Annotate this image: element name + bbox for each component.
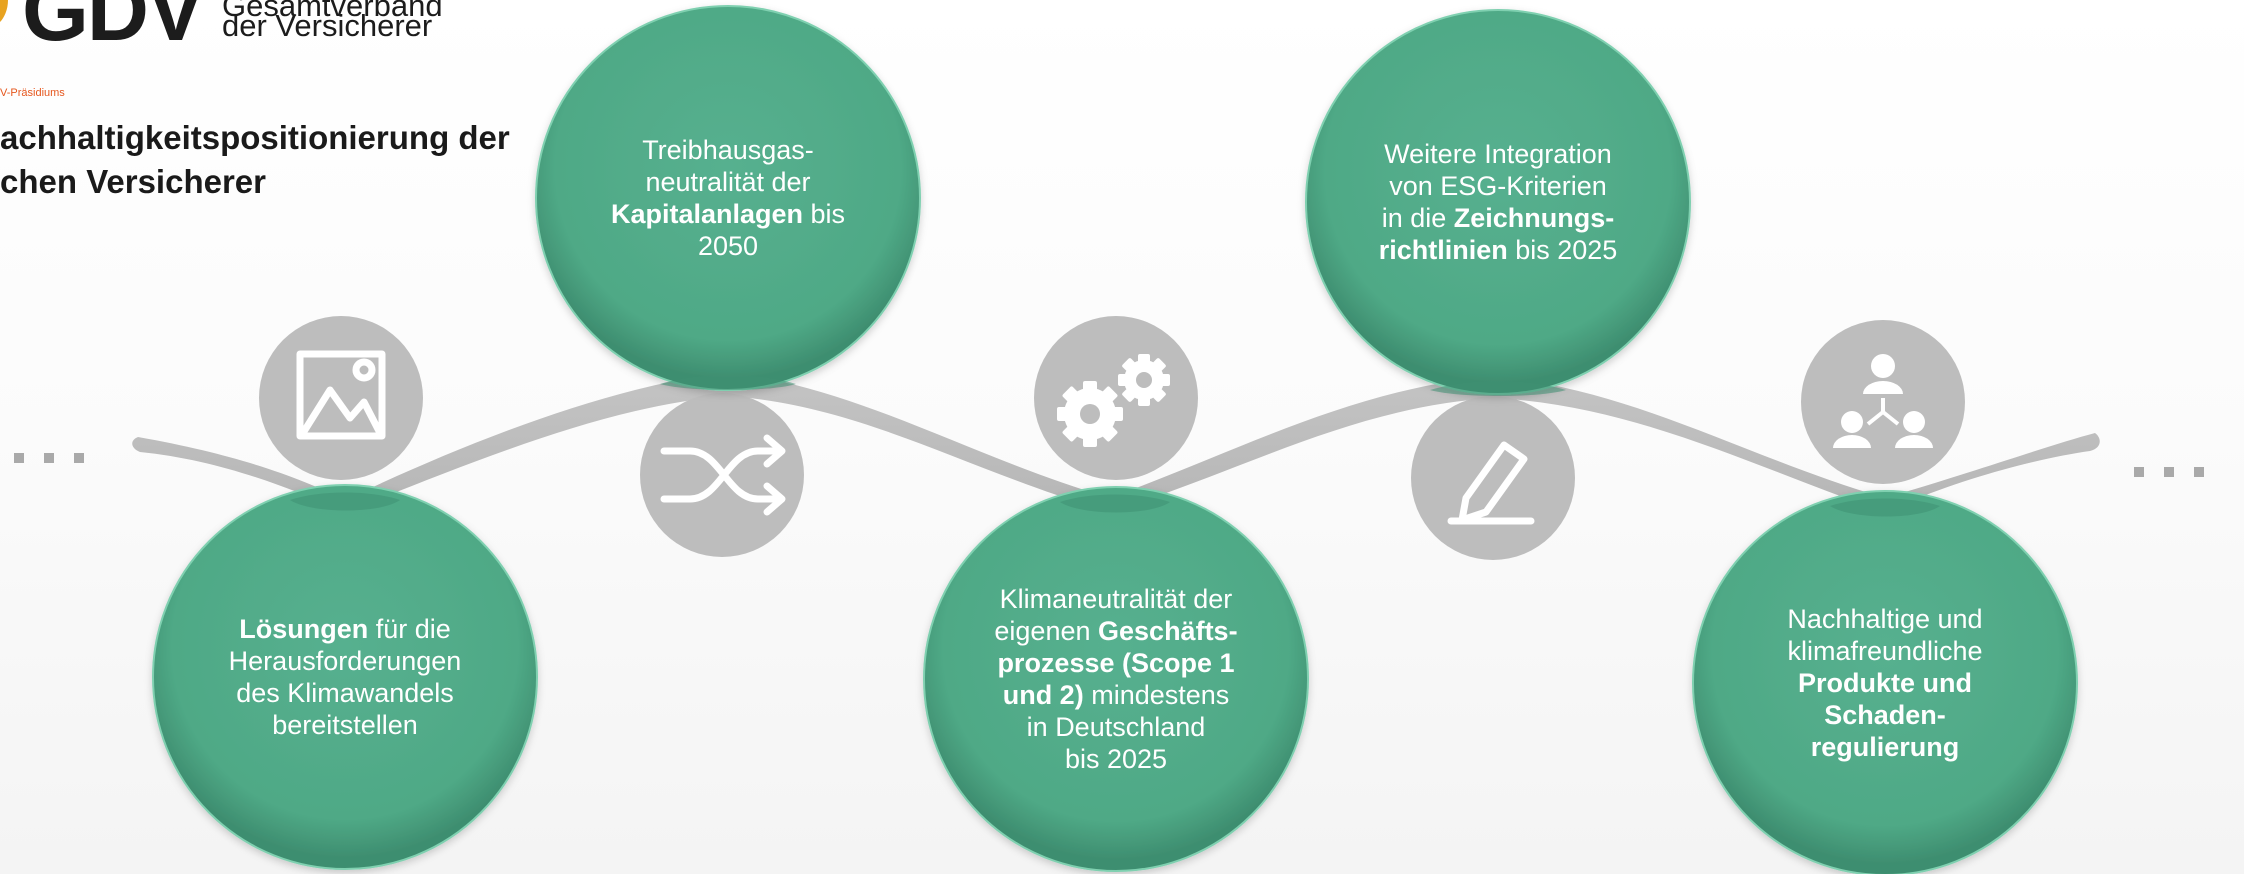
overlap-shade-capital xyxy=(660,375,796,390)
bubble-line: Weitere Integration xyxy=(1379,138,1618,170)
shuffle-icon xyxy=(660,434,786,516)
bubble-line: Herausforderungen xyxy=(229,645,462,677)
gears-icon xyxy=(1057,354,1170,447)
page-title-line-2: chen Versicherer xyxy=(0,163,266,200)
bubble-text-bold: Schaden- xyxy=(1824,700,1946,730)
page-title: achhaltigkeitspositionierung der chen Ve… xyxy=(0,116,510,204)
ellipsis-left xyxy=(14,453,84,463)
bubble-line: richtlinien bis 2025 xyxy=(1379,234,1618,266)
bubble-text-bold: Kapitalanlagen xyxy=(610,199,803,229)
logo-mark xyxy=(0,0,8,22)
bubble-circle-products xyxy=(1692,490,2078,874)
bubble-line: Treibhausgas- xyxy=(611,134,845,166)
bubble-line: bis 2025 xyxy=(994,743,1237,775)
bubble-text-bold: richtlinien xyxy=(1378,235,1508,265)
bubble-text-bold: Geschäfts- xyxy=(1098,616,1238,646)
image-icon xyxy=(296,350,386,440)
bubble-text-run: in die xyxy=(1381,203,1454,233)
bubble-text-bold: regulierung xyxy=(1810,732,1960,762)
bubble-circle-capital xyxy=(535,5,921,391)
logo-subtitle-line-2: der Versicherer xyxy=(222,8,433,43)
bubble-text-run: Treibhausgas- xyxy=(642,135,814,165)
bubble-text-bold: und 2) xyxy=(1002,680,1084,710)
bubble-text-bold: Lösungen xyxy=(239,614,369,644)
icon-disc-pencil xyxy=(1411,396,1575,560)
page-title-line-1: achhaltigkeitspositionierung der xyxy=(0,119,510,156)
bubble-line: in Deutschland xyxy=(994,711,1237,743)
bubble-line: regulierung xyxy=(1787,731,1982,763)
bubble-line: prozesse (Scope 1 xyxy=(994,647,1237,679)
bubble-text-run: mindestens xyxy=(1083,680,1230,710)
bubble-line: Schaden- xyxy=(1787,699,1982,731)
logo-subtitle-line-1: Gesamtverband xyxy=(222,0,443,23)
overlap-shade-operations xyxy=(1060,494,1170,513)
icon-disc-gears xyxy=(1034,316,1198,480)
kicker-text: V-Präsidiums xyxy=(0,87,65,99)
bubble-text-run: bis xyxy=(803,199,846,229)
bubble-text-bold: Produkte und xyxy=(1798,668,1972,698)
bubble-line: Nachhaltige und xyxy=(1787,603,1982,635)
bubble-line: von ESG-Kriterien xyxy=(1379,170,1618,202)
bubble-line: des Klimawandels xyxy=(229,677,462,709)
bubble-line: Produkte und xyxy=(1787,667,1982,699)
bubble-circle-solutions xyxy=(152,484,538,870)
bubble-line: Klimaneutralität der xyxy=(994,583,1237,615)
bubble-text-run: von ESG-Kriterien xyxy=(1389,171,1607,201)
bubble-text-run: bereitstellen xyxy=(272,710,418,740)
bubble-text-run: Klimaneutralität der xyxy=(999,584,1233,614)
bubble-text-run: 2050 xyxy=(697,231,759,261)
bubble-circle-operations xyxy=(923,486,1309,872)
ellipsis-right xyxy=(2134,467,2204,477)
bubble-text-bold: prozesse (Scope 1 xyxy=(997,648,1235,678)
bubble-text-run: bis 2025 xyxy=(1507,235,1618,265)
bubble-text-run: bis 2025 xyxy=(1064,744,1168,774)
bubble-text-bold: Zeichnungs- xyxy=(1453,203,1615,233)
bubble-line: in die Zeichnungs- xyxy=(1379,202,1618,234)
bubble-line: Lösungen für die xyxy=(229,613,462,645)
bubble-text-run: neutralität der xyxy=(645,167,811,197)
wave-ribbon xyxy=(132,372,2100,512)
bubble-text-run: Herausforderungen xyxy=(228,646,462,676)
logo-text: GDV xyxy=(22,0,204,59)
bubble-line: neutralität der xyxy=(611,166,845,198)
overlap-shade-underwriting xyxy=(1430,381,1566,396)
bubble-text-run: des Klimawandels xyxy=(236,678,454,708)
bubble-text-run: Weitere Integration xyxy=(1384,139,1612,169)
bubble-line: eigenen Geschäfts- xyxy=(994,615,1237,647)
pencil-icon xyxy=(1447,441,1535,525)
bubble-text-run: eigenen xyxy=(994,616,1099,646)
bubble-line: 2050 xyxy=(611,230,845,262)
bubble-text-run: Nachhaltige und xyxy=(1787,604,1983,634)
overlap-shade-solutions xyxy=(290,492,400,511)
bubble-text-run: für die xyxy=(368,614,451,644)
bubble-line: klimafreundliche xyxy=(1787,635,1982,667)
icon-disc-image xyxy=(259,316,423,480)
bubble-text-run: in Deutschland xyxy=(1026,712,1206,742)
bubble-line: und 2) mindestens xyxy=(994,679,1237,711)
bubble-line: Kapitalanlagen bis xyxy=(611,198,845,230)
bubble-text-run: klimafreundliche xyxy=(1787,636,1983,666)
bubble-line: bereitstellen xyxy=(229,709,462,741)
overlap-shade-products xyxy=(1830,498,1940,517)
network-icon xyxy=(1833,354,1933,448)
